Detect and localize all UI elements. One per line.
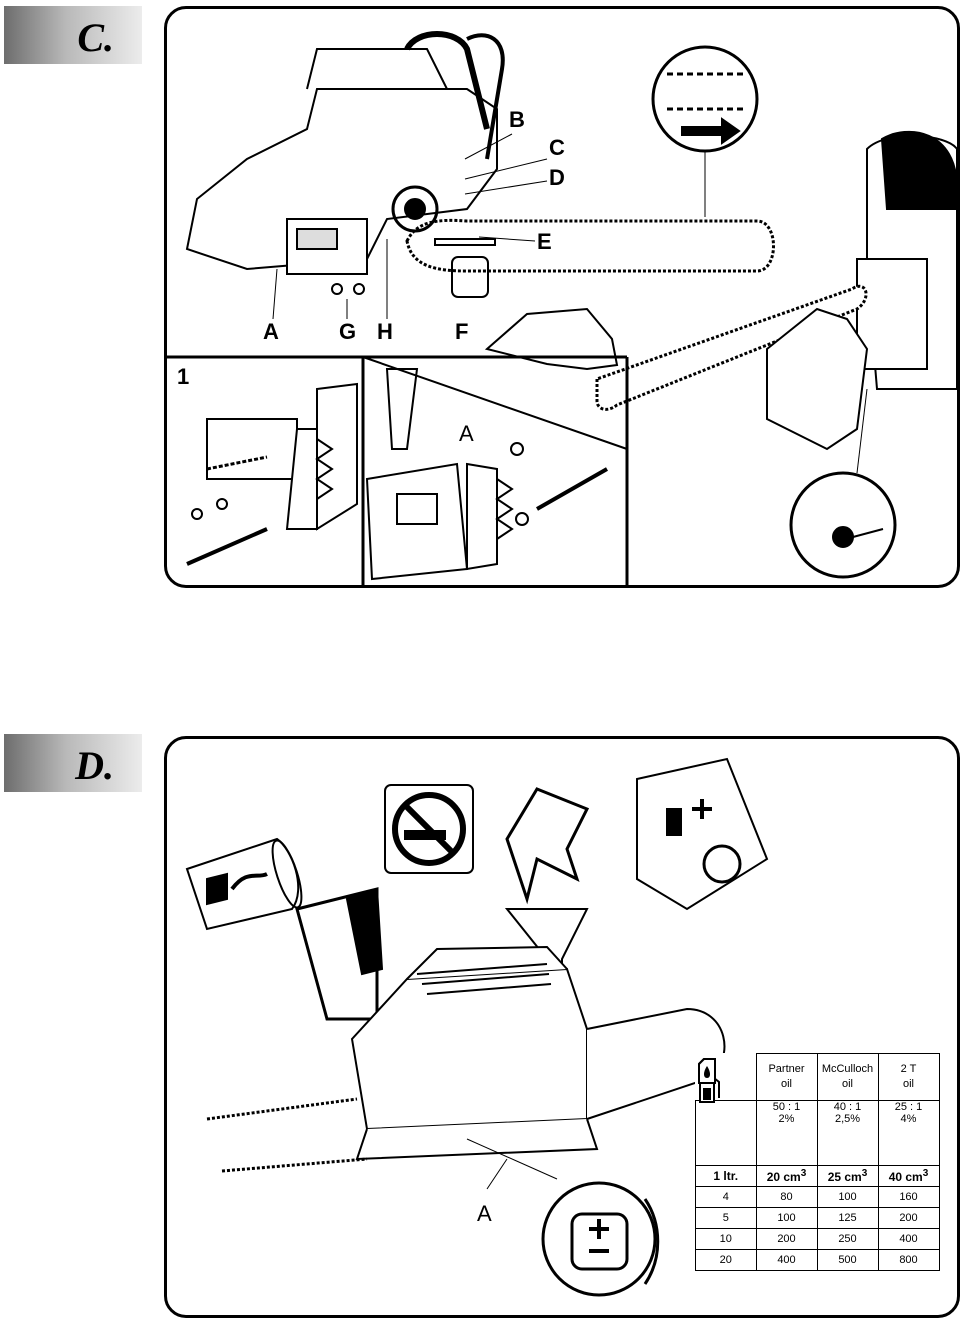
chainsaw-assembly-illustration: A G H F B C D E 1 A <box>167 31 957 585</box>
section-tab-d: D. <box>4 734 142 792</box>
section-letter: D. <box>75 743 114 788</box>
fuel-filling-illustration: A <box>185 757 769 1297</box>
table-header: 2 T oil <box>877 1053 940 1101</box>
table-header: McCulloch oil <box>816 1053 879 1101</box>
ratio-cell: 50 : 1 2% <box>697 1057 818 1166</box>
table-ratio-row: 50 : 1 2% 40 : 1 2,5% 25 : 1 4% <box>695 1057 940 1166</box>
section-tab-c: C. <box>4 6 142 64</box>
callout-b: B <box>509 107 525 132</box>
callout-d: D <box>549 165 565 190</box>
table-row: 10 200 250 400 <box>695 1228 940 1250</box>
callout-e: E <box>537 229 552 254</box>
table-unit-row: 1 ltr. 20 cm3 25 cm3 40 cm3 <box>695 1165 940 1187</box>
ratio-cell: 25 : 1 4% <box>697 1057 940 1166</box>
callout-f: F <box>455 319 468 344</box>
fuel-pump-icon <box>695 1070 757 1166</box>
callout-a: A <box>477 1201 492 1226</box>
inset-number: 1 <box>177 364 189 389</box>
callout-h: H <box>377 319 393 344</box>
unit-value: 40 cm3 <box>877 1165 940 1187</box>
table-row: 20 400 500 800 <box>695 1249 940 1271</box>
inset-callout-a: A <box>459 421 474 446</box>
unit-value: 20 cm3 <box>755 1165 818 1187</box>
table-row: 5 100 125 200 <box>695 1207 940 1229</box>
table-header: Partner oil <box>755 1053 818 1101</box>
callout-a: A <box>263 319 279 344</box>
illustration-panel-d: A Partner oil McCulloch oil 2 T oil <box>164 736 960 1318</box>
table-row: 4 80 100 160 <box>695 1186 940 1208</box>
unit-value: 25 cm3 <box>816 1165 879 1187</box>
callout-c: C <box>549 135 565 160</box>
section-letter: C. <box>77 15 114 60</box>
ratio-cell: 40 : 1 2,5% <box>697 1057 879 1166</box>
oil-can-icon <box>697 1057 716 1084</box>
table-header-row: Partner oil McCulloch oil 2 T oil <box>695 1053 940 1101</box>
callout-g: G <box>339 319 356 344</box>
illustration-panel-c: A G H F B C D E 1 A <box>164 6 960 588</box>
unit-label: 1 ltr. <box>695 1165 757 1187</box>
fuel-mix-table: Partner oil McCulloch oil 2 T oil 5 <box>695 1053 940 1271</box>
